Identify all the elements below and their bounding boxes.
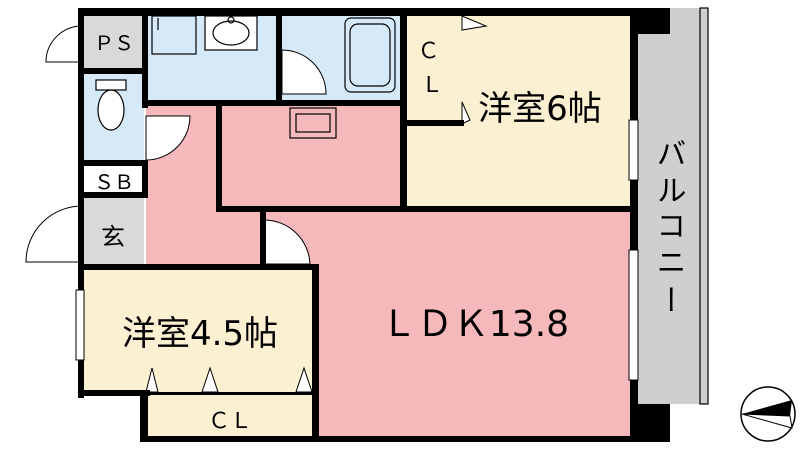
walls xyxy=(78,8,670,442)
labels: ＰＳ ＳＢ 玄 Ｃ Ｌ 洋室6帖 洋室4.5帖 ＣＬ ＬＤＫ13.8 バ ル コ… xyxy=(94,31,686,434)
kitchen xyxy=(220,104,402,210)
doors xyxy=(25,15,488,393)
label-western-6: 洋室6帖 xyxy=(478,89,602,129)
fixtures xyxy=(95,7,709,405)
western-door-6 xyxy=(461,101,471,125)
label-genkan: 玄 xyxy=(101,223,125,251)
window-6-right xyxy=(628,119,639,181)
balcony-rail xyxy=(699,7,709,405)
label-sb: ＳＢ xyxy=(94,170,134,194)
label-western-45: 洋室4.5帖 xyxy=(122,314,278,354)
balcony-ch1: バ xyxy=(651,138,686,168)
label-cl-top-l: Ｌ xyxy=(421,73,443,98)
western-room-45 xyxy=(82,268,316,394)
label-ps: ＰＳ xyxy=(94,31,134,55)
window-ldk-right xyxy=(628,249,639,381)
bathtub-inner xyxy=(349,23,391,87)
toilet-door xyxy=(145,115,191,161)
label-cl-bottom: ＣＬ xyxy=(208,409,252,434)
label-balcony: バ ル コ ニ ー xyxy=(651,138,686,315)
windows xyxy=(75,119,639,381)
entrance-door xyxy=(25,205,83,263)
bathtub xyxy=(344,17,396,93)
kitchen-sink xyxy=(289,107,337,139)
toilet-tank xyxy=(95,79,127,91)
cl-door-top xyxy=(461,15,488,31)
balcony xyxy=(636,8,708,404)
label-ldk: ＬＤＫ13.8 xyxy=(381,304,569,345)
balcony-ch3: コ xyxy=(651,210,686,240)
genkan-room xyxy=(82,198,144,268)
washbasin xyxy=(204,15,258,51)
bath-door xyxy=(281,49,327,95)
room-fills xyxy=(82,8,708,438)
balcony-ch5: ー xyxy=(651,285,686,315)
balcony-ch2: ル xyxy=(651,174,686,204)
ps-room xyxy=(82,14,146,70)
washbasin-drain xyxy=(227,16,235,24)
ldk-room xyxy=(316,210,630,438)
washbasin-bowl xyxy=(212,20,250,46)
label-cl-top: Ｃ Ｌ xyxy=(417,39,446,98)
shoe-box xyxy=(82,166,144,194)
toilet-bowl xyxy=(97,89,125,131)
north-arrow-icon xyxy=(740,386,796,442)
balcony-ch4: ニ xyxy=(651,246,686,276)
closet-bottom xyxy=(146,394,316,438)
label-cl-top-c: Ｃ xyxy=(417,39,439,64)
western-room-6 xyxy=(404,14,630,208)
ldk-door xyxy=(263,219,311,265)
ps-door xyxy=(45,25,83,63)
window-45-left xyxy=(75,289,85,361)
